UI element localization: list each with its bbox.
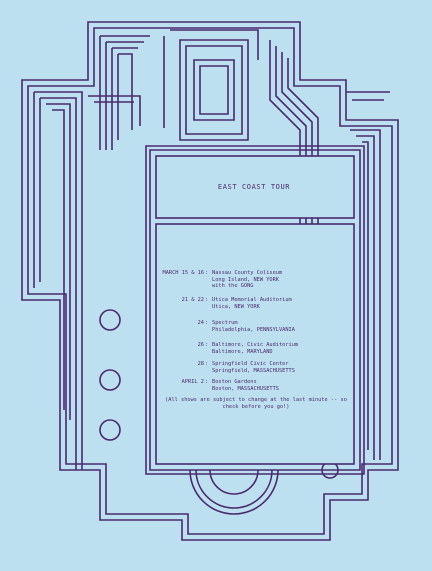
schedule-venue: Baltimore, Civic Auditorium Baltimore, M… xyxy=(212,342,298,355)
venue-line: Spectrum xyxy=(212,320,238,326)
schedule-entry: MARCH 15 & 16 : Nassau County Coliseum L… xyxy=(160,270,352,292)
schedule-venue: Spectrum Philadelphia, PENNSYLVANIA xyxy=(212,320,295,333)
disclaimer-note: (All shows are subject to change at the … xyxy=(165,397,347,410)
schedule-date: 28 xyxy=(197,361,204,367)
schedule-entry: 24 : Spectrum Philadelphia, PENNSYLVANIA xyxy=(160,320,352,335)
venue-line: with the GONG xyxy=(212,283,254,290)
schedule-date: 21 & 22 xyxy=(181,297,204,303)
separator: : xyxy=(205,270,209,276)
venue-line: Boston, MASSACHUSETTS xyxy=(212,385,279,392)
venue-line: Utica Memorial Auditorium xyxy=(212,297,292,303)
schedule-venue: Nassau County Coliseum Long Island, NEW … xyxy=(212,270,282,290)
schedule-entry: 21 & 22 : Utica Memorial Auditorium Utic… xyxy=(160,297,352,312)
separator: : xyxy=(205,379,209,385)
schedule-entry: 26 : Baltimore, Civic Auditorium Baltimo… xyxy=(160,342,352,357)
venue-line: Springfield Civic Center xyxy=(212,361,289,367)
schedule-venue: Springfield Civic Center Springfield, MA… xyxy=(212,361,295,374)
separator: : xyxy=(205,342,209,348)
venue-line: Philadelphia, PENNSYLVANIA xyxy=(212,326,295,333)
schedule-venue: Boston Gardens Boston, MASSACHUSETTS xyxy=(212,379,279,392)
schedule-date: MARCH 15 & 16 xyxy=(162,270,204,276)
schedule-venue: Utica Memorial Auditorium Utica, NEW YOR… xyxy=(212,297,292,310)
venue-line: Nassau County Coliseum xyxy=(212,270,283,276)
schedule-entry: APRIL 2 : Boston Gardens Boston, MASSACH… xyxy=(160,379,352,394)
separator: : xyxy=(205,297,209,303)
schedule-date: 24 xyxy=(197,320,204,326)
schedule-entry: 28 : Springfield Civic Center Springfiel… xyxy=(160,361,352,376)
separator: : xyxy=(205,361,209,367)
venue-line: Utica, NEW YORK xyxy=(212,303,260,310)
venue-line: Baltimore, MARYLAND xyxy=(212,348,273,355)
venue-line: Baltimore, Civic Auditorium xyxy=(212,342,299,348)
tour-title: EAST COAST TOUR xyxy=(217,183,291,191)
schedule-date: APRIL 2 xyxy=(181,379,204,385)
venue-line: Long Island, NEW YORK xyxy=(212,276,279,283)
separator: : xyxy=(205,320,209,326)
venue-line: Springfield, MASSACHUSETTS xyxy=(212,367,295,374)
venue-line: Boston Gardens xyxy=(212,379,257,385)
schedule-date: 26 xyxy=(197,342,204,348)
